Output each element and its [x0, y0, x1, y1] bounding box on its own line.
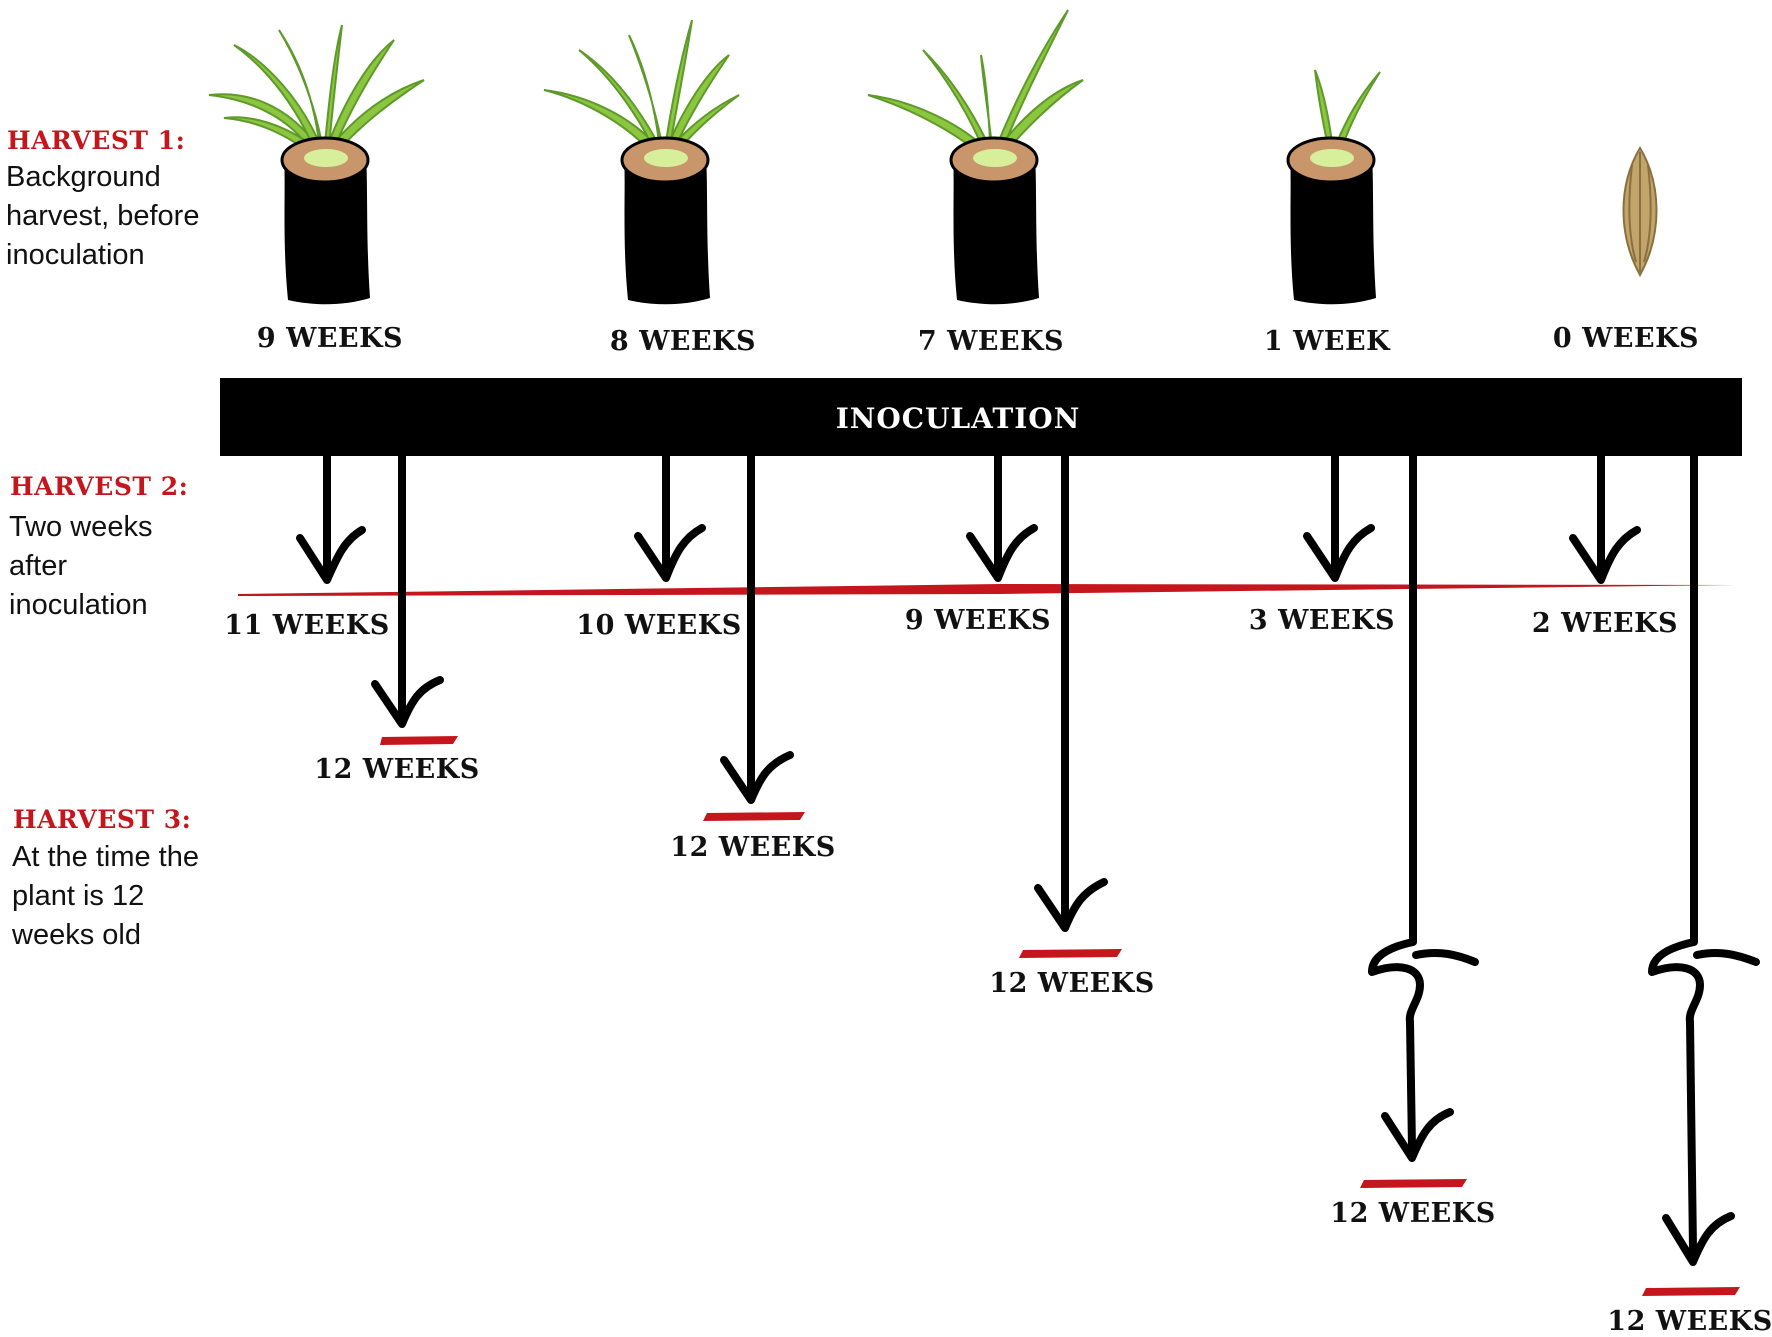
seed-icon	[1622, 146, 1658, 278]
harvest-1-title: HARVEST 1:	[7, 126, 186, 155]
potted-plant-icon	[867, 9, 1084, 305]
inoculation-label: INOCULATION	[836, 402, 1081, 435]
harvest-3-red-mark	[703, 812, 805, 821]
harvest-3-red-mark	[1642, 1287, 1740, 1296]
harvest-3-red-mark	[380, 736, 458, 745]
harvest-3-title: HARVEST 3:	[13, 805, 192, 834]
plant-2-age: 8 WEEKS	[610, 326, 756, 357]
potted-seedling-icon	[1286, 69, 1381, 305]
harvest-2-description: Two weeks after inoculation	[9, 508, 152, 625]
harvest-2-title: HARVEST 2:	[10, 472, 189, 501]
harvest-3-line-3: weeks old	[12, 919, 141, 951]
harvest-3-red-mark	[1019, 949, 1122, 958]
harvest-3-line-1: At the time the	[12, 841, 199, 873]
plant-5-age: 0 WEEKS	[1553, 323, 1699, 354]
plant-4-harvest-3-age: 12 WEEKS	[1330, 1198, 1495, 1229]
harvest-3-arrow	[371, 452, 444, 728]
potted-plant-icon	[543, 19, 740, 305]
harvest-2-arrow	[1569, 452, 1641, 584]
plant-4-harvest-2-age: 3 WEEKS	[1249, 605, 1395, 636]
harvest-3-line-2: plant is 12	[12, 880, 145, 912]
potted-plant-icon	[208, 24, 425, 305]
harvest-2-line-2: after	[9, 550, 68, 582]
harvest-1-line-1: Background	[6, 161, 161, 193]
plant-1-harvest-3-age: 12 WEEKS	[314, 754, 479, 785]
harvest-2-arrow	[634, 452, 706, 582]
harvest-2-arrow	[1303, 452, 1375, 582]
harvest-2-line-1: Two weeks	[9, 511, 153, 543]
plant-2-harvest-3-age: 12 WEEKS	[670, 832, 835, 863]
plant-3-harvest-3-age: 12 WEEKS	[989, 968, 1154, 999]
harvest-1-line-3: inoculation	[6, 239, 145, 271]
harvest-3-arrow	[1648, 452, 1735, 1266]
harvest-1-description: Background harvest, before inoculation	[6, 158, 199, 275]
harvest-3-arrow	[720, 452, 794, 804]
harvest-3-arrow	[1693, 949, 1760, 966]
harvest-1-line-2: harvest, before	[6, 200, 200, 232]
plant-3-harvest-2-age: 9 WEEKS	[905, 605, 1051, 636]
harvest-3-red-mark	[1360, 1179, 1467, 1188]
harvest-3-arrow	[1368, 452, 1454, 1162]
harvest-2-red-line	[238, 584, 1735, 596]
harvest-2-arrow	[966, 452, 1038, 582]
plant-1-harvest-2-age: 11 WEEKS	[224, 610, 389, 641]
harvest-3-arrow	[1412, 949, 1479, 966]
plant-4-age: 1 WEEK	[1264, 326, 1391, 357]
harvest-3-arrow	[1034, 452, 1108, 932]
harvest-2-line-3: inoculation	[9, 589, 148, 621]
harvest-2-arrow	[296, 452, 366, 584]
harvest-3-description: At the time the plant is 12 weeks old	[12, 838, 199, 955]
plant-2-harvest-2-age: 10 WEEKS	[576, 610, 741, 641]
plant-5-harvest-3-age: 12 WEEKS	[1607, 1306, 1772, 1337]
inoculation-bar	[220, 378, 1742, 456]
plant-3-age: 7 WEEKS	[918, 326, 1064, 357]
plant-5-harvest-2-age: 2 WEEKS	[1532, 608, 1678, 639]
plant-1-age: 9 WEEKS	[257, 323, 403, 354]
